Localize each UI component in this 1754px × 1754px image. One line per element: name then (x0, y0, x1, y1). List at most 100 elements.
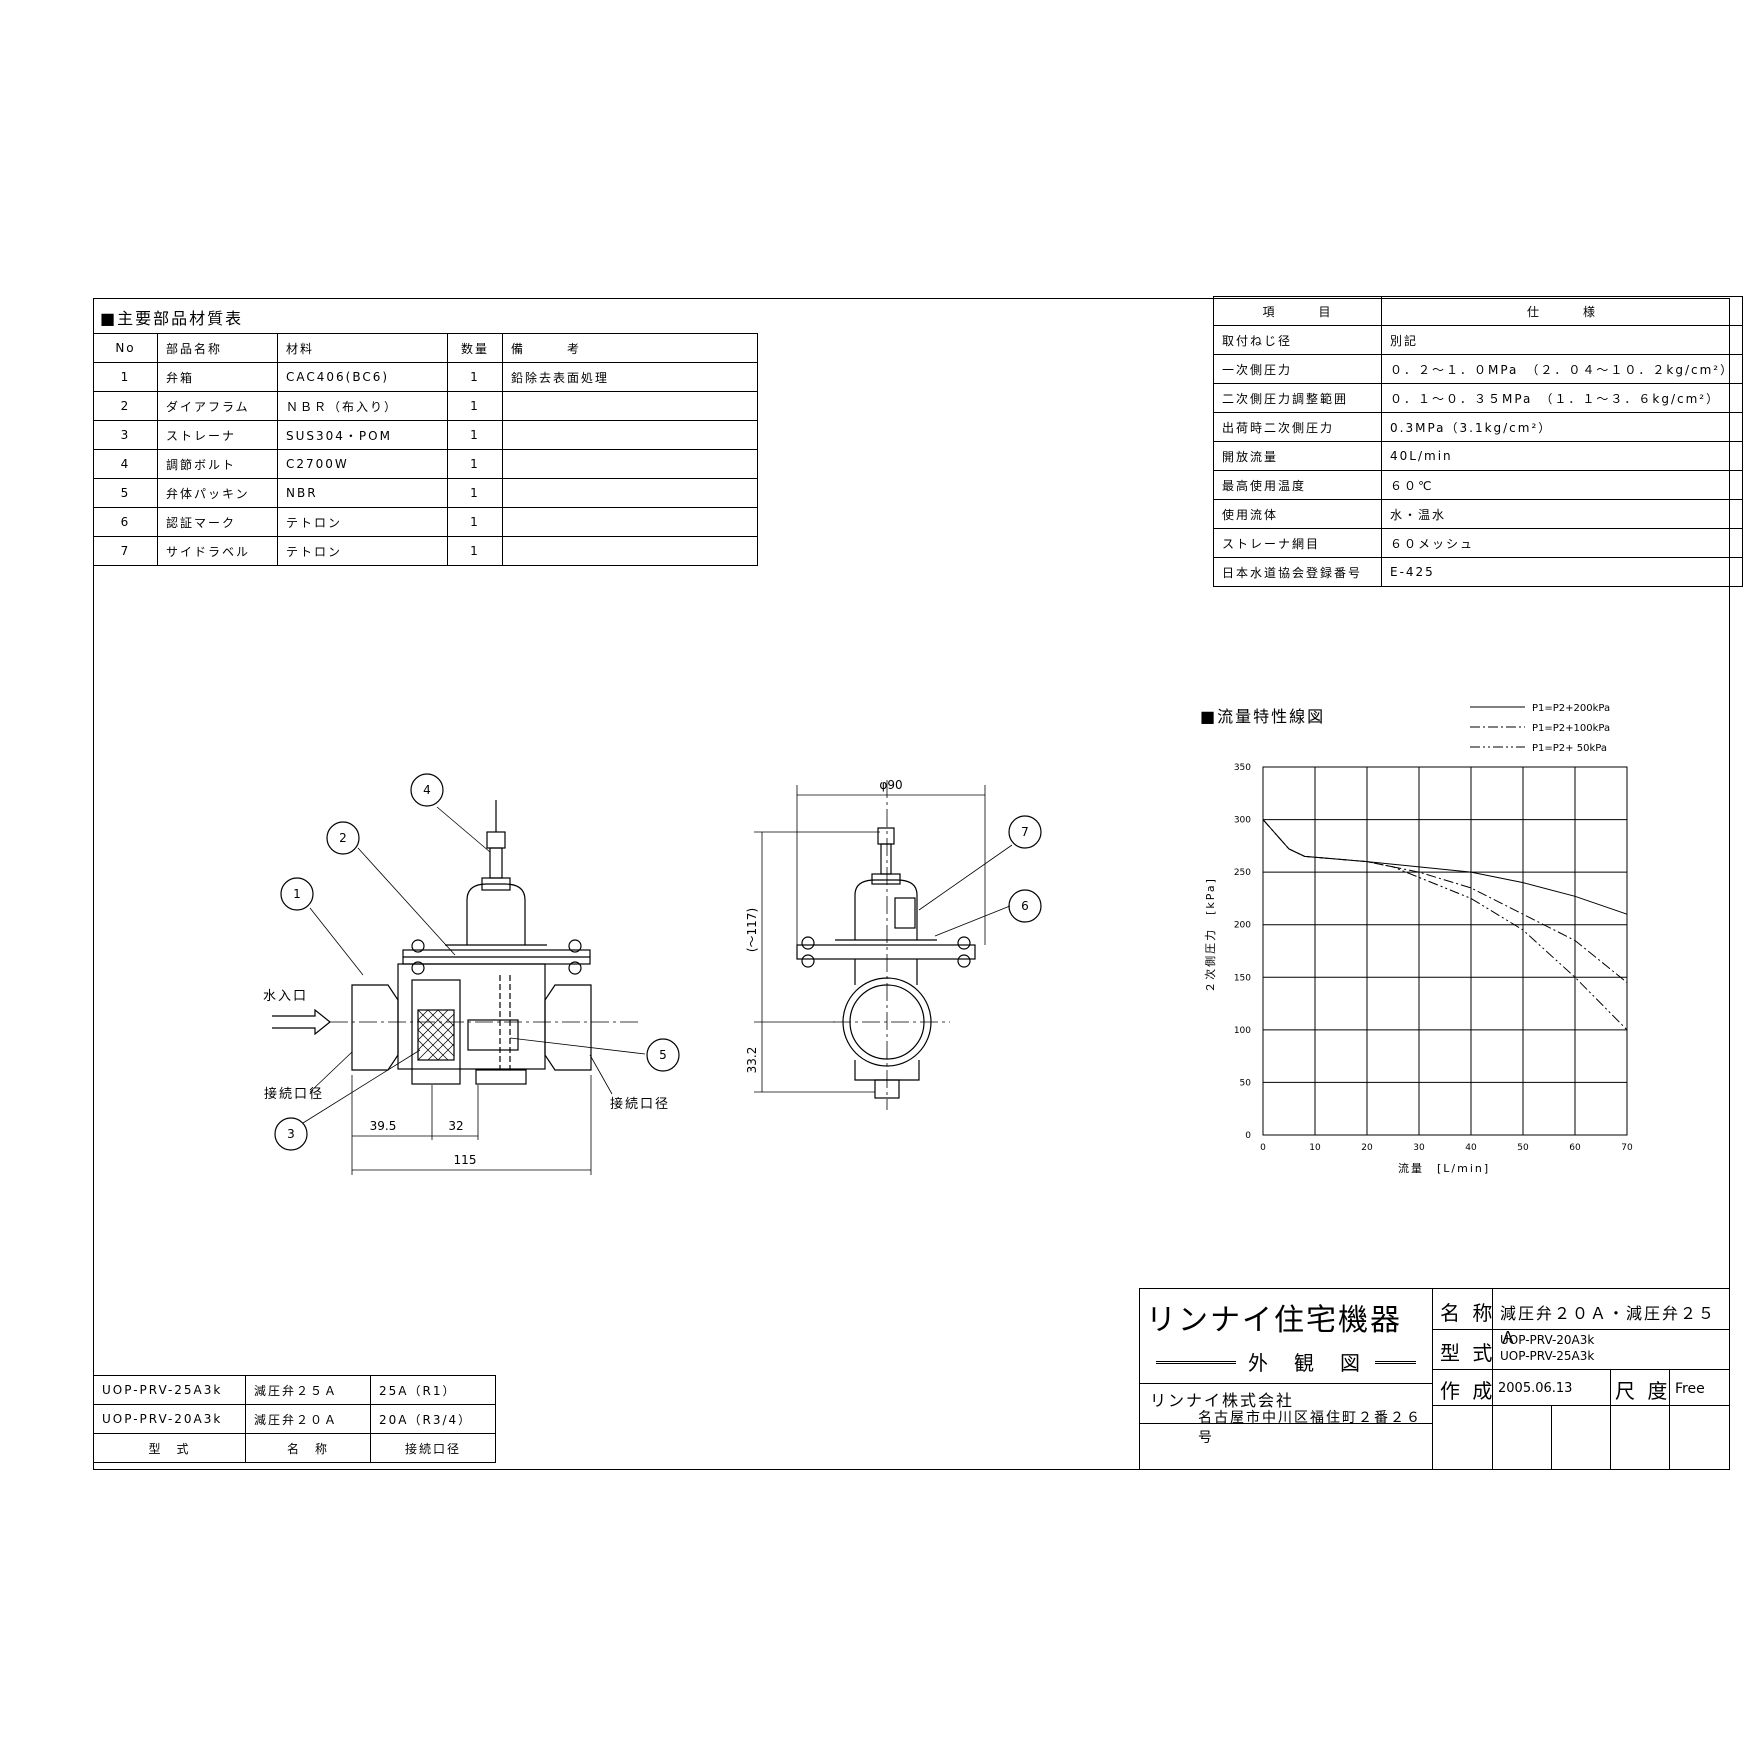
port-size-label-right: 接続口径 (610, 1096, 670, 1112)
spec-header-cell: 仕 様 (1380, 296, 1744, 326)
chart-y-tick: 100 (1234, 1026, 1251, 1036)
port-size-label-left: 接続口径 (264, 1086, 324, 1102)
created-date: 2005.06.13 (1498, 1381, 1573, 1396)
spec-cell: ０．１～０．３５MPa （１．１～３．６kg/cm²） (1380, 383, 1744, 413)
created-label: 作 成 (1440, 1379, 1496, 1403)
chart-x-tick: 20 (1361, 1143, 1373, 1153)
scale-value: Free (1675, 1381, 1705, 1397)
model-cell: 減圧弁２０Ａ (245, 1404, 371, 1434)
balloon-5-text: 5 (659, 1048, 667, 1062)
model-footer-cell: 型 式 (93, 1433, 246, 1463)
parts-cell (502, 391, 758, 421)
spec-cell: ストレーナ網目 (1213, 528, 1382, 558)
chart-x-tick: 40 (1465, 1143, 1477, 1153)
spec-cell: 別記 (1380, 325, 1744, 355)
chart-x-tick: 50 (1517, 1143, 1529, 1153)
model-cell: UOP-PRV-25A3k (93, 1375, 246, 1405)
title-block: リンナイ住宅機器 外 観 図 リンナイ株式会社 名古屋市中川区福住町２番２６号 … (1139, 1288, 1730, 1470)
balloon-3 (274, 1117, 308, 1151)
model-footer-row: 型 式名 称接続口径 (93, 1433, 496, 1463)
balloon-2-text: 2 (339, 831, 347, 845)
model-cell: UOP-PRV-20A3k (93, 1404, 246, 1434)
parts-header-cell: 備 考 (502, 333, 758, 363)
model-footer-cell: 接続口径 (370, 1433, 496, 1463)
spec-cell: 日本水道協会登録番号 (1213, 557, 1382, 587)
model-value-2: UOP-PRV-25A3k (1500, 1349, 1595, 1363)
spec-cell: E-425 (1380, 557, 1744, 587)
balloon-6-text: 6 (1021, 899, 1029, 913)
chart-legend-label: P1=P2+200kPa (1532, 703, 1610, 714)
balloon-6 (1008, 889, 1042, 923)
chart-y-tick: 0 (1245, 1131, 1251, 1141)
dim-a: 39.5 (370, 1119, 397, 1133)
model-value-1: UOP-PRV-20A3k (1500, 1333, 1595, 1347)
parts-header-cell: No (93, 333, 158, 363)
bonnet (466, 883, 526, 945)
chart-x-tick: 0 (1260, 1143, 1266, 1153)
parts-cell (502, 536, 758, 566)
water-inlet-label: 水入口 (263, 989, 308, 1004)
chart-y-tick: 200 (1234, 921, 1251, 931)
valve-body (351, 984, 399, 1071)
parts-cell (502, 478, 758, 508)
balloon-4-text: 4 (423, 783, 431, 797)
dim-height: (～117) (745, 908, 759, 952)
model-footer-cell: 名 称 (245, 1433, 371, 1463)
strainer (417, 1009, 455, 1061)
model-cell: 減圧弁２５Ａ (245, 1375, 371, 1405)
balloon-1 (280, 877, 314, 911)
chart-series-line (1262, 819, 1628, 1031)
chart-x-tick: 30 (1413, 1143, 1425, 1153)
balloon-5 (646, 1038, 680, 1072)
chart-plot-area (1262, 766, 1628, 1136)
model-cell: 20A（R3/4） (370, 1404, 496, 1434)
parts-cell: 弁体パッキン (157, 478, 278, 508)
valve-disc (467, 1019, 519, 1051)
spec-cell: 最高使用温度 (1213, 470, 1382, 500)
balloon-7 (1008, 815, 1042, 849)
parts-cell: 7 (93, 536, 158, 566)
name-value: 減圧弁２０Ａ・減圧弁２５Ａ (1500, 1304, 1717, 1347)
parts-cell: 鉛除去表面処理 (502, 362, 758, 392)
parts-cell: サイドラベル (157, 536, 278, 566)
chart-legend-label: P1=P2+100kPa (1532, 723, 1610, 734)
chart-y-tick: 300 (1234, 816, 1251, 826)
chart-x-tick: 60 (1569, 1143, 1581, 1153)
chart-title: ■流量特性線図 (1200, 707, 1326, 726)
parts-cell: テトロン (277, 536, 448, 566)
balloon-1-text: 1 (293, 887, 301, 901)
model-label: 型 式 (1440, 1341, 1496, 1365)
adjusting-bolt (486, 831, 506, 849)
dim-diameter: φ90 (879, 778, 902, 792)
spec-row: 取付ねじ径別記 (1213, 325, 1744, 355)
dim-total: 115 (454, 1153, 477, 1167)
balloon-3-text: 3 (287, 1127, 295, 1141)
parts-cell: ダイアフラム (157, 391, 278, 421)
spec-header-row: 項 目仕 様 (1213, 296, 1744, 326)
chart-legend-label: P1=P2+ 50kPa (1532, 743, 1607, 754)
chart-series-line (1262, 819, 1628, 983)
balloon-7-text: 7 (1021, 825, 1029, 839)
scale-label: 尺 度 (1615, 1379, 1671, 1403)
chart-y-tick: 50 (1240, 1078, 1252, 1088)
chart-y-tick: 250 (1234, 868, 1251, 878)
drawing-frame (93, 298, 1730, 1470)
chart-x-tick: 10 (1309, 1143, 1321, 1153)
parts-cell: ストレーナ (157, 420, 278, 450)
chart-series-line (1262, 819, 1628, 915)
dim-b: 32 (448, 1119, 463, 1133)
parts-table-title: ■主要部品材質表 (100, 309, 244, 328)
